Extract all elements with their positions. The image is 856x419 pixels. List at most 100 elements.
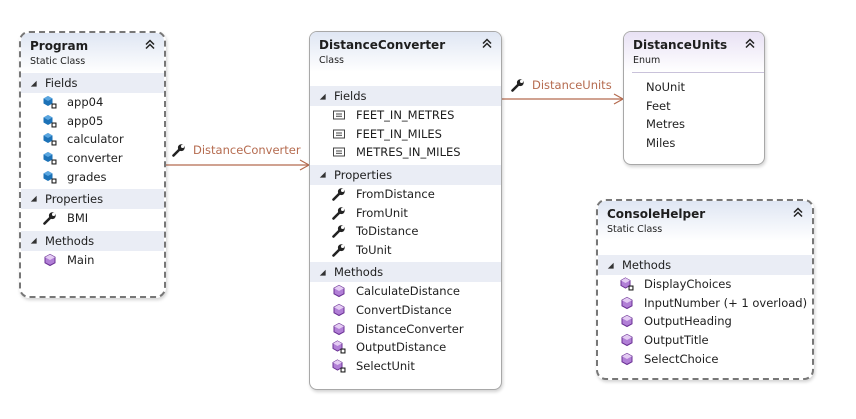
member-label: OutputTitle	[644, 333, 709, 348]
association-label-distanceconverter[interactable]: DistanceConverter	[193, 143, 301, 157]
class-header[interactable]: Program Static Class	[21, 33, 164, 73]
member-label: NoUnit	[646, 80, 686, 95]
member-label: ConvertDistance	[356, 303, 452, 318]
section-methods[interactable]: Methods	[21, 230, 164, 251]
collapse-chevron-icon[interactable]	[792, 206, 804, 218]
member-property[interactable]: ToDistance	[310, 222, 501, 241]
member-label: grades	[67, 169, 107, 184]
section-label: Properties	[45, 191, 104, 206]
wrench-icon	[332, 243, 346, 257]
method-icon	[620, 352, 634, 366]
member-field[interactable]: calculator	[21, 130, 164, 149]
expand-triangle-icon[interactable]	[318, 268, 327, 277]
member-constant[interactable]: FEET_IN_METRES	[310, 106, 501, 125]
private-field-icon	[43, 151, 57, 165]
wrench-icon	[332, 224, 346, 238]
class-consolehelper[interactable]: ConsoleHelper Static Class Methods Displ…	[596, 199, 814, 380]
class-header[interactable]: DistanceConverter Class	[310, 32, 501, 72]
section-methods[interactable]: Methods	[310, 262, 501, 283]
member-label: OutputHeading	[644, 314, 732, 329]
member-label: CalculateDistance	[356, 284, 460, 299]
expand-triangle-icon[interactable]	[29, 236, 38, 245]
section-properties[interactable]: Properties	[21, 188, 164, 209]
member-field[interactable]: app04	[21, 93, 164, 112]
member-label: SelectChoice	[644, 351, 719, 366]
member-method[interactable]: DisplayChoices	[598, 275, 812, 294]
constant-icon	[332, 127, 346, 141]
enum-value[interactable]: Metres	[646, 115, 764, 134]
member-label: FEET_IN_MILES	[356, 126, 442, 141]
enum-value[interactable]: NoUnit	[646, 78, 764, 97]
member-field[interactable]: converter	[21, 149, 164, 168]
enum-distanceunits[interactable]: DistanceUnits Enum NoUnit Feet Metres Mi…	[623, 31, 765, 165]
member-field[interactable]: app05	[21, 112, 164, 131]
member-method[interactable]: OutputHeading	[598, 312, 812, 331]
member-field[interactable]: grades	[21, 167, 164, 186]
method-icon	[332, 284, 346, 298]
wrench-icon	[43, 211, 57, 225]
member-property[interactable]: FromUnit	[310, 203, 501, 222]
enum-value[interactable]: Feet	[646, 97, 764, 116]
member-constant[interactable]: FEET_IN_MILES	[310, 125, 501, 144]
section-properties[interactable]: Properties	[310, 164, 501, 185]
private-field-icon	[43, 132, 57, 146]
member-label: SelectUnit	[356, 358, 415, 373]
class-header[interactable]: DistanceUnits Enum	[624, 32, 764, 72]
wrench-icon	[332, 206, 346, 220]
member-method[interactable]: SelectUnit	[310, 357, 501, 376]
wrench-icon	[172, 143, 186, 157]
section-fields[interactable]: Fields	[21, 73, 164, 93]
expand-triangle-icon[interactable]	[29, 194, 38, 203]
member-label: app04	[67, 95, 104, 110]
member-label: FromDistance	[356, 187, 435, 202]
expand-triangle-icon[interactable]	[318, 92, 327, 101]
expand-triangle-icon[interactable]	[606, 261, 615, 270]
class-kind: Static Class	[607, 224, 663, 235]
private-field-icon	[43, 95, 57, 109]
association-label-distanceunits[interactable]: DistanceUnits	[532, 78, 612, 92]
enum-value[interactable]: Miles	[646, 134, 764, 153]
member-method[interactable]: CalculateDistance	[310, 282, 501, 301]
member-property[interactable]: ToUnit	[310, 241, 501, 260]
member-method[interactable]: OutputTitle	[598, 331, 812, 350]
private-field-icon	[43, 114, 57, 128]
section-label: Methods	[334, 265, 384, 280]
member-label: OutputDistance	[356, 340, 447, 355]
section-fields[interactable]: Fields	[310, 86, 501, 106]
class-program[interactable]: Program Static Class Fields app04 app05 …	[19, 31, 166, 298]
member-constant[interactable]: METRES_IN_MILES	[310, 143, 501, 162]
expand-triangle-icon[interactable]	[29, 79, 38, 88]
member-label: calculator	[67, 132, 124, 147]
member-label: Feet	[646, 98, 671, 113]
class-kind: Enum	[633, 55, 661, 66]
member-label: Metres	[646, 117, 686, 132]
member-label: converter	[67, 151, 123, 166]
member-property[interactable]: BMI	[21, 209, 164, 228]
section-methods[interactable]: Methods	[598, 255, 812, 275]
collapse-chevron-icon[interactable]	[481, 37, 493, 49]
member-method[interactable]: ConvertDistance	[310, 301, 501, 320]
private-method-icon	[332, 359, 346, 373]
collapse-chevron-icon[interactable]	[144, 38, 156, 50]
method-icon	[332, 303, 346, 317]
member-method[interactable]: SelectChoice	[598, 349, 812, 368]
collapse-chevron-icon[interactable]	[744, 37, 756, 49]
enum-values: NoUnit Feet Metres Miles	[632, 72, 764, 158]
method-icon	[43, 253, 57, 267]
member-label: ToUnit	[356, 242, 392, 257]
member-label: ToDistance	[356, 224, 419, 239]
member-property[interactable]: FromDistance	[310, 185, 501, 204]
member-method[interactable]: Main	[21, 251, 164, 270]
member-label: FEET_IN_METRES	[356, 108, 455, 123]
member-method[interactable]: InputNumber (+ 1 overload)	[598, 294, 812, 313]
member-label: BMI	[67, 211, 89, 226]
class-distanceconverter[interactable]: DistanceConverter Class Fields FEET_IN_M…	[309, 31, 502, 390]
member-label: DisplayChoices	[644, 277, 732, 292]
expand-triangle-icon[interactable]	[318, 170, 327, 179]
constant-icon	[332, 145, 346, 159]
private-field-icon	[43, 170, 57, 184]
member-method[interactable]: OutputDistance	[310, 338, 501, 357]
class-header[interactable]: ConsoleHelper Static Class	[598, 201, 812, 241]
member-label: app05	[67, 113, 104, 128]
member-method[interactable]: DistanceConverter	[310, 319, 501, 338]
